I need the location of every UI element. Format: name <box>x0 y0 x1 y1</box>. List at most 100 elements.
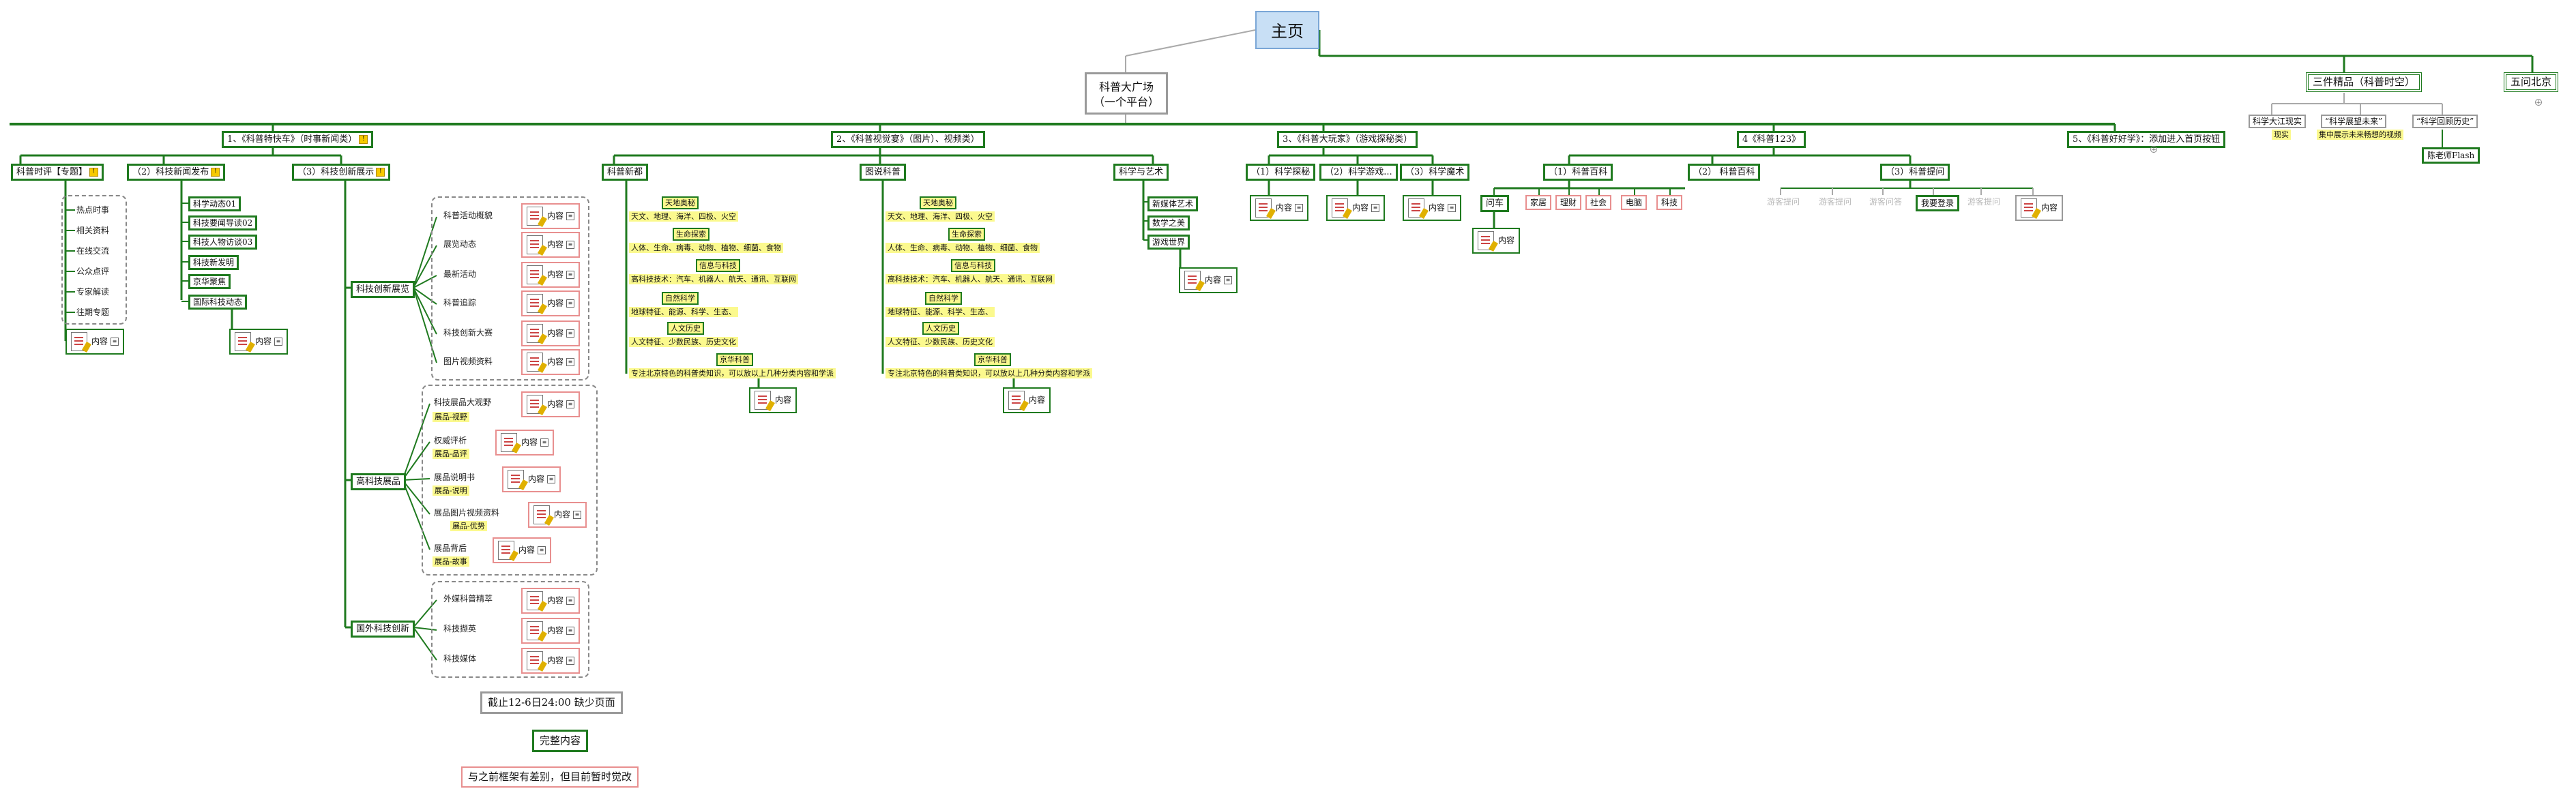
s2-topic-a[interactable]: 科普新都 <box>602 164 649 181</box>
home-node[interactable]: 主页 <box>1255 11 1319 49</box>
s2a-topic[interactable]: 人文历史 <box>667 322 704 335</box>
s4-c-child[interactable]: 游客问答 <box>1869 197 1903 207</box>
content-box[interactable]: 内容≡ <box>521 391 581 417</box>
s4-category[interactable]: 家居 <box>1525 195 1552 210</box>
content-box[interactable]: 内容≡ <box>521 320 581 346</box>
s1-topic-a[interactable]: 科普时评【专题】! <box>11 164 104 181</box>
s4-topic-a[interactable]: （1）科普百科 <box>1543 164 1613 181</box>
s1-b-item[interactable]: 科技人物访谈03 <box>188 235 258 250</box>
s1-c2-item[interactable]: 展品背后 <box>434 543 467 553</box>
s2b-topic[interactable]: 天地奥秘 <box>920 196 956 209</box>
s2a-topic[interactable]: 信息与科技 <box>696 259 740 272</box>
s1-c2-item[interactable]: 展品说明书 <box>434 473 475 482</box>
s1-a-item[interactable]: 相关资料 <box>76 226 110 235</box>
s1-c3-item[interactable]: 科技撷英 <box>443 624 477 633</box>
s3-item[interactable]: （2）科学游戏... <box>1319 164 1398 181</box>
s2b-topic[interactable]: 京华科普 <box>974 353 1011 366</box>
jingpin-sub2[interactable]: “科学展望未来” <box>2321 115 2387 128</box>
content-box[interactable]: 内容 <box>1003 387 1051 413</box>
section-5[interactable]: 5、《科普好好学》：添加进入首页按钮 <box>2067 131 2226 148</box>
s1-c1-item[interactable]: 图片视频资料 <box>443 357 493 366</box>
s1-c3-item[interactable]: 科技媒体 <box>443 654 477 663</box>
content-box[interactable]: 内容≡ <box>521 618 581 644</box>
s1-c2-item[interactable]: 科技展品大观野 <box>434 398 492 407</box>
s1-c1-item[interactable]: 展览动态 <box>443 239 477 249</box>
s2a-topic[interactable]: 京华科普 <box>716 353 753 366</box>
s1-b-item[interactable]: 科技新发明 <box>188 255 239 270</box>
s4-category[interactable]: 电脑 <box>1621 195 1648 210</box>
s1-a-item[interactable]: 在线交流 <box>76 246 110 256</box>
s4-category[interactable]: 科技 <box>1656 195 1683 210</box>
section-3[interactable]: 3、《科普大玩家》（游戏探秘类） <box>1277 131 1418 148</box>
jingpin-sub1[interactable]: 科学大江现实 <box>2249 115 2307 128</box>
content-box[interactable]: 内容≡ <box>521 648 581 674</box>
s2b-topic[interactable]: 人文历史 <box>922 322 959 335</box>
plaza-node[interactable]: 科普大广场 （一个平台） <box>1085 72 1168 115</box>
content-box[interactable]: 内容≡ <box>229 329 289 355</box>
s2c-item[interactable]: 游戏世界 <box>1147 235 1190 250</box>
s1-c3[interactable]: 国外科技创新 <box>351 621 415 638</box>
s1-c3-item[interactable]: 外媒科普精萃 <box>443 594 493 603</box>
s2b-topic[interactable]: 信息与科技 <box>951 259 995 272</box>
jingpin-sub3-child[interactable]: 陈老师Flash <box>2422 147 2480 164</box>
content-box[interactable]: 内容 <box>2015 195 2064 221</box>
content-box[interactable]: 内容≡ <box>1326 195 1386 221</box>
s4-category[interactable]: 理财 <box>1555 195 1582 210</box>
s1-topic-c[interactable]: （3）科技创新展示! <box>292 164 391 181</box>
s1-b-item[interactable]: 京华聚焦 <box>188 274 231 289</box>
jingpin-sub3[interactable]: “科学回顾历史” <box>2412 115 2478 128</box>
content-box[interactable]: 内容≡ <box>502 466 561 492</box>
s4-topic-b[interactable]: （2） 科普百科 <box>1688 164 1761 181</box>
s1-a-item[interactable]: 往期专题 <box>76 308 110 317</box>
s4-c-child[interactable]: 游客提问 <box>1967 197 2001 207</box>
s2b-topic[interactable]: 生命探索 <box>948 228 985 241</box>
s3-item[interactable]: （1）科学探秘 <box>1246 164 1316 181</box>
s1-c1-item[interactable]: 最新活动 <box>443 269 477 279</box>
content-box[interactable]: 内容≡ <box>493 537 552 563</box>
s1-b-item[interactable]: 科学动态01 <box>188 196 241 211</box>
section-1[interactable]: 1、《科普特快车》（时事新闻类）! <box>222 131 374 148</box>
content-box[interactable]: 内容≡ <box>521 349 581 375</box>
s4-login[interactable]: 我要登录 <box>1916 195 1960 211</box>
s1-c2-item[interactable]: 权威评析 <box>434 436 467 445</box>
content-box[interactable]: 内容≡ <box>1179 267 1238 293</box>
content-box[interactable]: 内容≡ <box>65 329 125 355</box>
s1-c1-item[interactable]: 科普追踪 <box>443 298 477 308</box>
s3-item[interactable]: （3）科学魔术 <box>1400 164 1470 181</box>
s1-a-item[interactable]: 公众点评 <box>76 267 110 276</box>
content-box[interactable]: 内容≡ <box>1250 195 1309 221</box>
content-box[interactable]: 内容 <box>749 387 797 413</box>
s2-topic-b[interactable]: 图说科普 <box>860 164 907 181</box>
expand-icon[interactable]: + <box>2535 99 2542 106</box>
s1-a-item[interactable]: 热点时事 <box>76 205 110 215</box>
s1-topic-b[interactable]: （2）科技新闻发布! <box>127 164 226 181</box>
content-box[interactable]: 内容≡ <box>521 588 581 614</box>
s4-topic-c[interactable]: （3）科普提问 <box>1880 164 1950 181</box>
content-box[interactable]: 内容≡ <box>1403 195 1462 221</box>
beijing-node[interactable]: 五问北京 <box>2504 72 2559 92</box>
s4-c-child[interactable]: 游客提问 <box>1819 197 1852 207</box>
s1-c2-item[interactable]: 展品图片视频资料 <box>434 508 500 518</box>
s2b-topic[interactable]: 自然科学 <box>925 292 962 305</box>
s1-c2[interactable]: 高科技展品 <box>351 473 407 490</box>
s1-b-item[interactable]: 国际科技动态 <box>188 295 248 310</box>
content-box[interactable]: 内容≡ <box>528 502 587 528</box>
content-box[interactable]: 内容≡ <box>521 262 581 288</box>
expand-icon[interactable]: + <box>2150 146 2157 153</box>
s2a-topic[interactable]: 生命探索 <box>673 228 709 241</box>
section-2[interactable]: 2、《科普视觉宴》（图片）、视频类） <box>831 131 985 148</box>
content-box[interactable]: 内容≡ <box>521 290 581 316</box>
content-box[interactable]: 内容≡ <box>521 232 581 258</box>
s2a-topic[interactable]: 天地奥秘 <box>662 196 699 209</box>
s4-a-child[interactable]: 问车 <box>1480 195 1510 212</box>
s4-category[interactable]: 社会 <box>1585 195 1612 210</box>
s4-c-child[interactable]: 游客提问 <box>1767 197 1800 207</box>
section-4[interactable]: 4《科普123》 <box>1737 131 1806 148</box>
s1-c1[interactable]: 科技创新展览 <box>351 281 415 298</box>
s1-b-item[interactable]: 科技要闻导读02 <box>188 215 258 230</box>
s2c-item[interactable]: 数学之美 <box>1147 215 1190 230</box>
content-box[interactable]: 内容≡ <box>521 203 581 229</box>
s1-c1-item[interactable]: 科普活动概貌 <box>443 211 493 220</box>
s1-a-item[interactable]: 专家解读 <box>76 287 110 297</box>
s1-c1-item[interactable]: 科技创新大赛 <box>443 328 493 338</box>
